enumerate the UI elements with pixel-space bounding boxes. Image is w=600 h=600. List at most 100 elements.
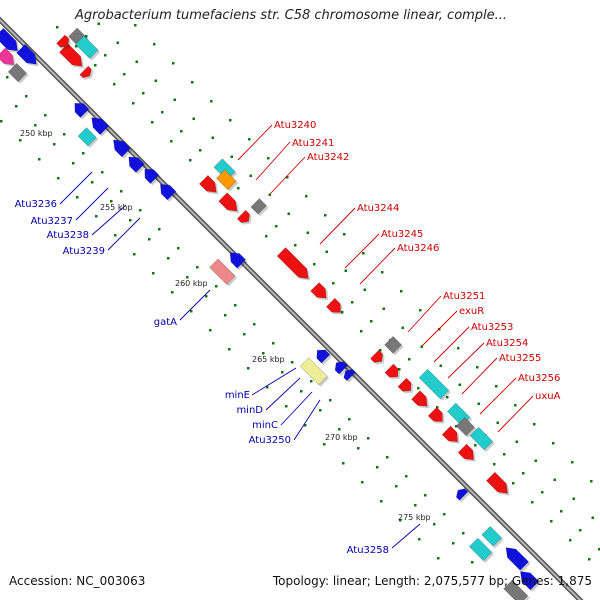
gene-arrow[interactable] (481, 525, 503, 547)
tick-dot (56, 26, 59, 29)
gene-arrow[interactable] (520, 571, 540, 591)
tick-dot (248, 138, 251, 141)
gene-arrow[interactable] (218, 192, 238, 212)
gene-arrow[interactable] (441, 425, 458, 443)
gene-label-atu3250[interactable]: Atu3250 (249, 435, 291, 446)
gene-arrow[interactable] (455, 416, 476, 437)
gene-arrow[interactable] (113, 139, 131, 158)
tick-dot (167, 257, 170, 260)
gene-arrow[interactable] (236, 209, 250, 223)
tick-dot (132, 102, 135, 105)
gene-arrow[interactable] (316, 349, 331, 364)
tick-dot (457, 347, 460, 350)
tick-dot (57, 177, 60, 180)
gene-arrow[interactable] (56, 34, 70, 48)
gene-arrow[interactable] (7, 62, 28, 83)
tick-dot (180, 130, 183, 133)
tick-dot (104, 54, 107, 57)
tick-dot (458, 383, 461, 386)
gene-label-atu3236[interactable]: Atu3236 (15, 199, 57, 210)
gene-arrow[interactable] (75, 35, 99, 59)
gene-label-atu3246[interactable]: Atu3246 (397, 243, 439, 254)
tick-dot (342, 462, 345, 465)
tick-dot (154, 79, 157, 82)
gene-arrow[interactable] (79, 65, 92, 79)
gene-arrow[interactable] (128, 156, 145, 173)
gene-label-atu3238[interactable]: Atu3238 (47, 230, 89, 241)
gene-arrow[interactable] (310, 282, 327, 299)
gene-arrow[interactable] (325, 297, 341, 313)
gene-arrow[interactable] (369, 349, 384, 363)
tick-dot (172, 62, 175, 65)
tick-dot (177, 247, 180, 250)
tick-dot (424, 494, 427, 497)
leader-line (269, 156, 306, 195)
gene-label-uxua[interactable]: uxuA (535, 391, 561, 402)
tick-dot-layer (0, 22, 600, 564)
gene-arrow[interactable] (505, 547, 530, 571)
gene-arrow[interactable] (0, 27, 18, 52)
gene-label-atu3242[interactable]: Atu3242 (307, 152, 349, 163)
gene-arrow[interactable] (276, 247, 309, 279)
gene-arrow[interactable] (0, 47, 15, 66)
gene-label-atu3253[interactable]: Atu3253 (471, 322, 513, 333)
gene-arrow[interactable] (250, 198, 267, 215)
gene-arrow[interactable] (457, 443, 474, 461)
gene-arrow[interactable] (411, 390, 428, 407)
gene-label-atu3241[interactable]: Atu3241 (292, 138, 334, 149)
gene-label-gata[interactable]: gatA (154, 317, 177, 328)
tick-dot (196, 266, 199, 269)
gene-arrow[interactable] (334, 361, 348, 375)
leader-line (433, 326, 470, 363)
tick-dot (443, 513, 446, 516)
backbone-highlight (0, 18, 582, 600)
gene-arrow[interactable] (299, 357, 328, 386)
gene-arrow[interactable] (16, 43, 37, 65)
gene-label-atu3237[interactable]: Atu3237 (31, 216, 73, 227)
tick-dot (161, 111, 164, 114)
gene-label-atu3254[interactable]: Atu3254 (486, 338, 528, 349)
gene-label-atu3240[interactable]: Atu3240 (274, 120, 316, 131)
tick-dot (110, 200, 113, 203)
gene-arrow[interactable] (418, 368, 450, 400)
gene-arrow[interactable] (427, 406, 443, 422)
gene-arrow[interactable] (229, 252, 247, 269)
tick-dot (408, 358, 411, 361)
gene-label-atu3239[interactable]: Atu3239 (63, 246, 105, 257)
gene-arrow[interactable] (384, 335, 403, 354)
tick-dot (247, 367, 250, 370)
gene-arrow[interactable] (485, 471, 508, 494)
gene-arrow[interactable] (384, 363, 399, 378)
gene-label-minc[interactable]: minC (252, 420, 278, 431)
gene-arrow[interactable] (397, 377, 412, 392)
gene-arrow[interactable] (144, 168, 160, 184)
gene-label-atu3245[interactable]: Atu3245 (381, 229, 423, 240)
leader-line (461, 357, 498, 395)
gene-arrow[interactable] (469, 426, 494, 451)
gene-arrow[interactable] (209, 258, 236, 285)
tick-dot (515, 440, 518, 443)
tick-dot (286, 176, 289, 179)
gene-arrow[interactable] (468, 537, 493, 562)
gene-arrow[interactable] (77, 127, 97, 147)
gene-arrow[interactable] (503, 579, 529, 600)
gene-arrow[interactable] (91, 117, 110, 136)
gene-arrow[interactable] (198, 174, 217, 193)
gene-label-atu3244[interactable]: Atu3244 (357, 203, 399, 214)
gene-label-atu3256[interactable]: Atu3256 (518, 373, 560, 384)
scale-label-260: 260 kbp (175, 279, 208, 288)
gene-label-atu3255[interactable]: Atu3255 (499, 353, 541, 364)
gene-label-atu3251[interactable]: Atu3251 (443, 291, 485, 302)
leader-line (479, 377, 517, 415)
gene-arrow[interactable] (215, 169, 237, 191)
gene-label-mine[interactable]: minE (225, 390, 250, 401)
gene-arrow[interactable] (343, 368, 356, 382)
gene-label-atu3258[interactable]: Atu3258 (347, 545, 389, 556)
gene-label-mind[interactable]: minD (236, 405, 263, 416)
tick-dot (15, 105, 18, 108)
gene-arrow[interactable] (74, 102, 90, 118)
gene-arrow[interactable] (455, 488, 469, 501)
gene-label-exur[interactable]: exuR (459, 306, 484, 317)
gene-arrow[interactable] (160, 183, 177, 201)
tick-dot (419, 309, 422, 312)
